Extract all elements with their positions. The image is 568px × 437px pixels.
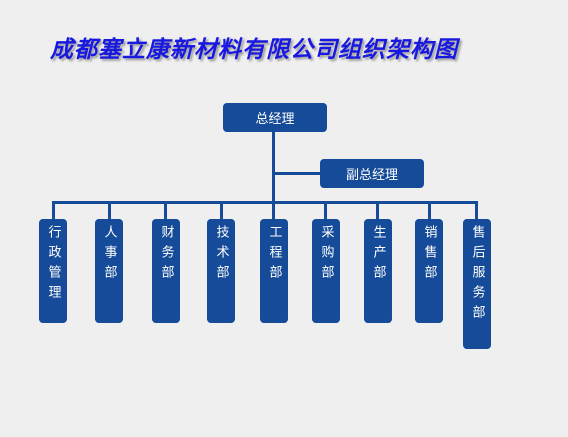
- connector-dept: [108, 201, 111, 220]
- node-dept-hr[interactable]: 人事部: [95, 219, 123, 323]
- connector-horizontal-bus: [52, 201, 478, 204]
- connector-dept: [272, 201, 275, 220]
- connector-dept: [428, 201, 431, 220]
- node-dept-technology[interactable]: 技术部: [207, 219, 235, 323]
- node-deputy-general-manager[interactable]: 副总经理: [320, 159, 424, 188]
- connector-dept: [376, 201, 379, 220]
- node-dept-sales[interactable]: 销售部: [415, 219, 443, 323]
- node-general-manager[interactable]: 总经理: [223, 103, 327, 132]
- chart-title: 成都塞立康新材料有限公司组织架构图: [50, 36, 458, 63]
- connector-dept: [52, 201, 55, 220]
- connector-dept: [324, 201, 327, 220]
- node-dept-finance[interactable]: 财务部: [152, 219, 180, 323]
- node-dept-after-sales[interactable]: 售后服务部: [463, 219, 491, 349]
- connector-dept: [164, 201, 167, 220]
- node-dept-engineering[interactable]: 工程部: [260, 219, 288, 323]
- connector-deputy-branch: [272, 172, 322, 175]
- connector-dept: [475, 201, 478, 220]
- connector-dept: [220, 201, 223, 220]
- node-dept-procurement[interactable]: 采购部: [312, 219, 340, 323]
- connector-top-vertical: [272, 131, 275, 203]
- node-dept-admin[interactable]: 行政管理: [39, 219, 67, 323]
- node-dept-production[interactable]: 生产部: [364, 219, 392, 323]
